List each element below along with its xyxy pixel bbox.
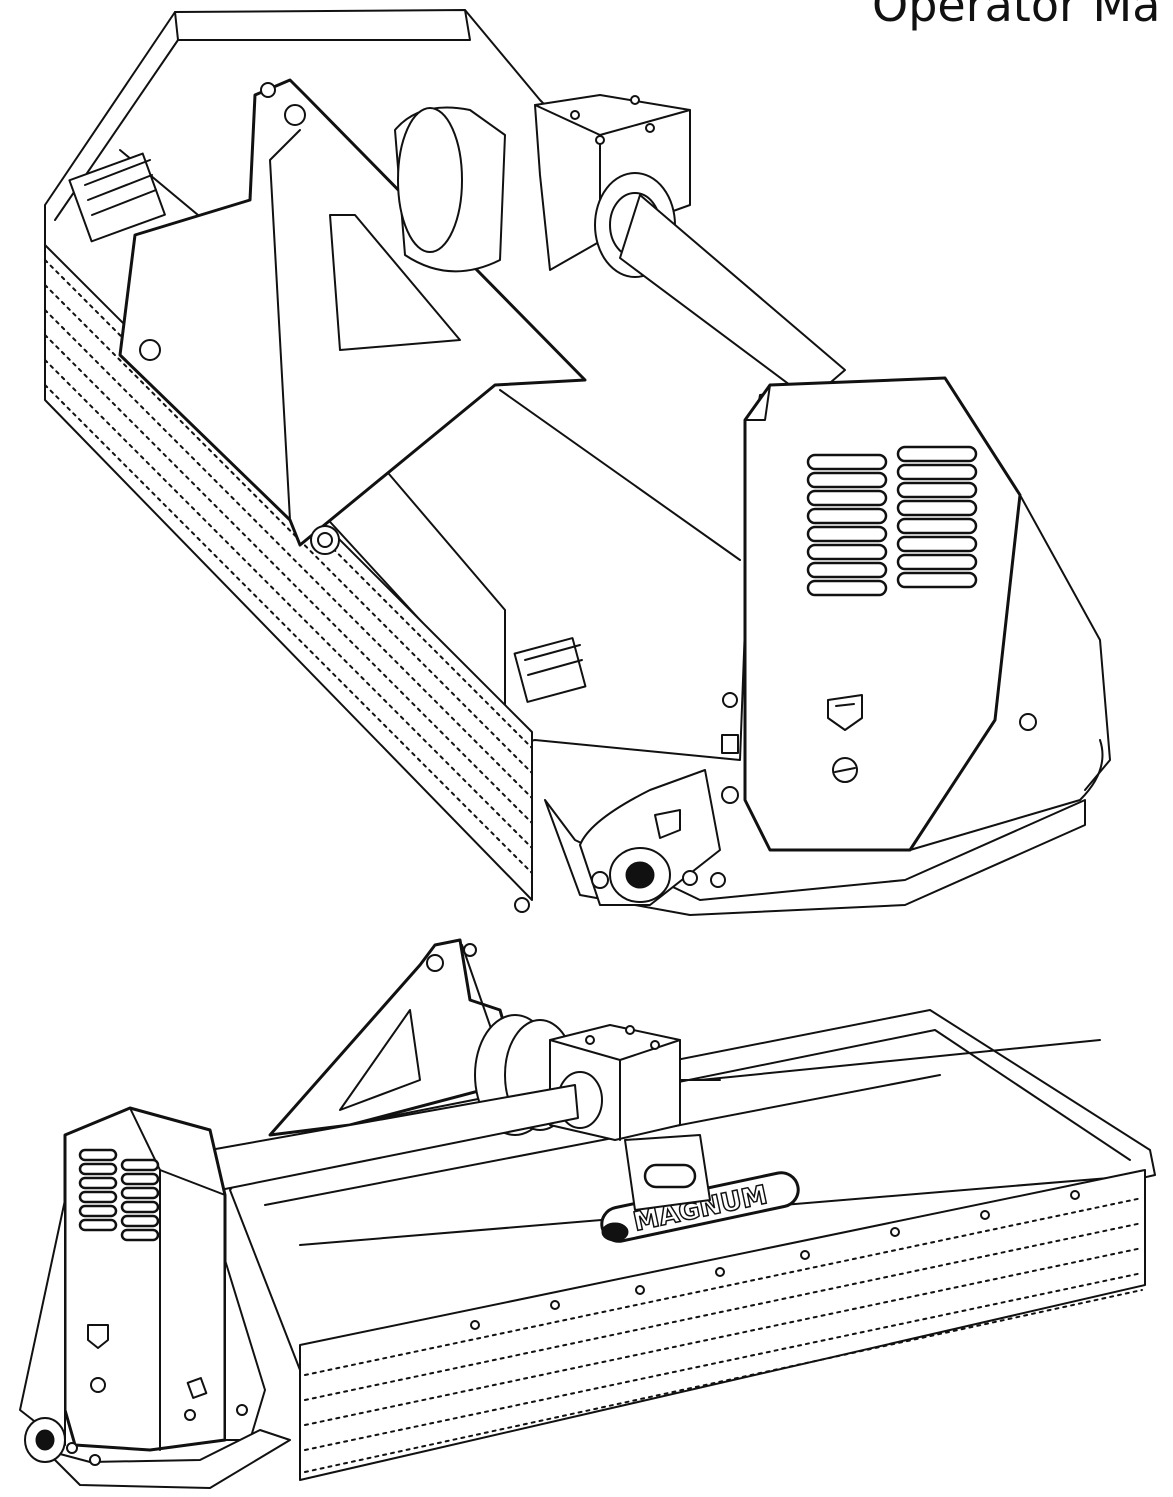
warning-decal-icon: [654, 809, 681, 839]
top-gearbox: [394, 94, 846, 401]
top-warning-decals: [68, 152, 587, 703]
bottom-flail-chains: [299, 1169, 1146, 1481]
bottom-belt-guard: [19, 1106, 291, 1489]
bottom-gearbox: [209, 1014, 721, 1211]
bottom-hood-rivets: [470, 1190, 1080, 1330]
mower-top-view: [44, 9, 1111, 916]
top-vent-slots: [806, 445, 978, 597]
warning-decal-icon: [87, 1324, 109, 1349]
top-rotor-bearing: [579, 692, 739, 906]
top-flail-chains: [44, 244, 533, 913]
bottom-hitch-frame: [268, 938, 522, 1137]
top-belt-guard: [544, 376, 1111, 916]
bottom-vent-slots: [78, 1148, 160, 1242]
mower-bottom-view: MAGNUM: [19, 938, 1156, 1489]
page-heading: Operator Ma: [872, 0, 1161, 32]
